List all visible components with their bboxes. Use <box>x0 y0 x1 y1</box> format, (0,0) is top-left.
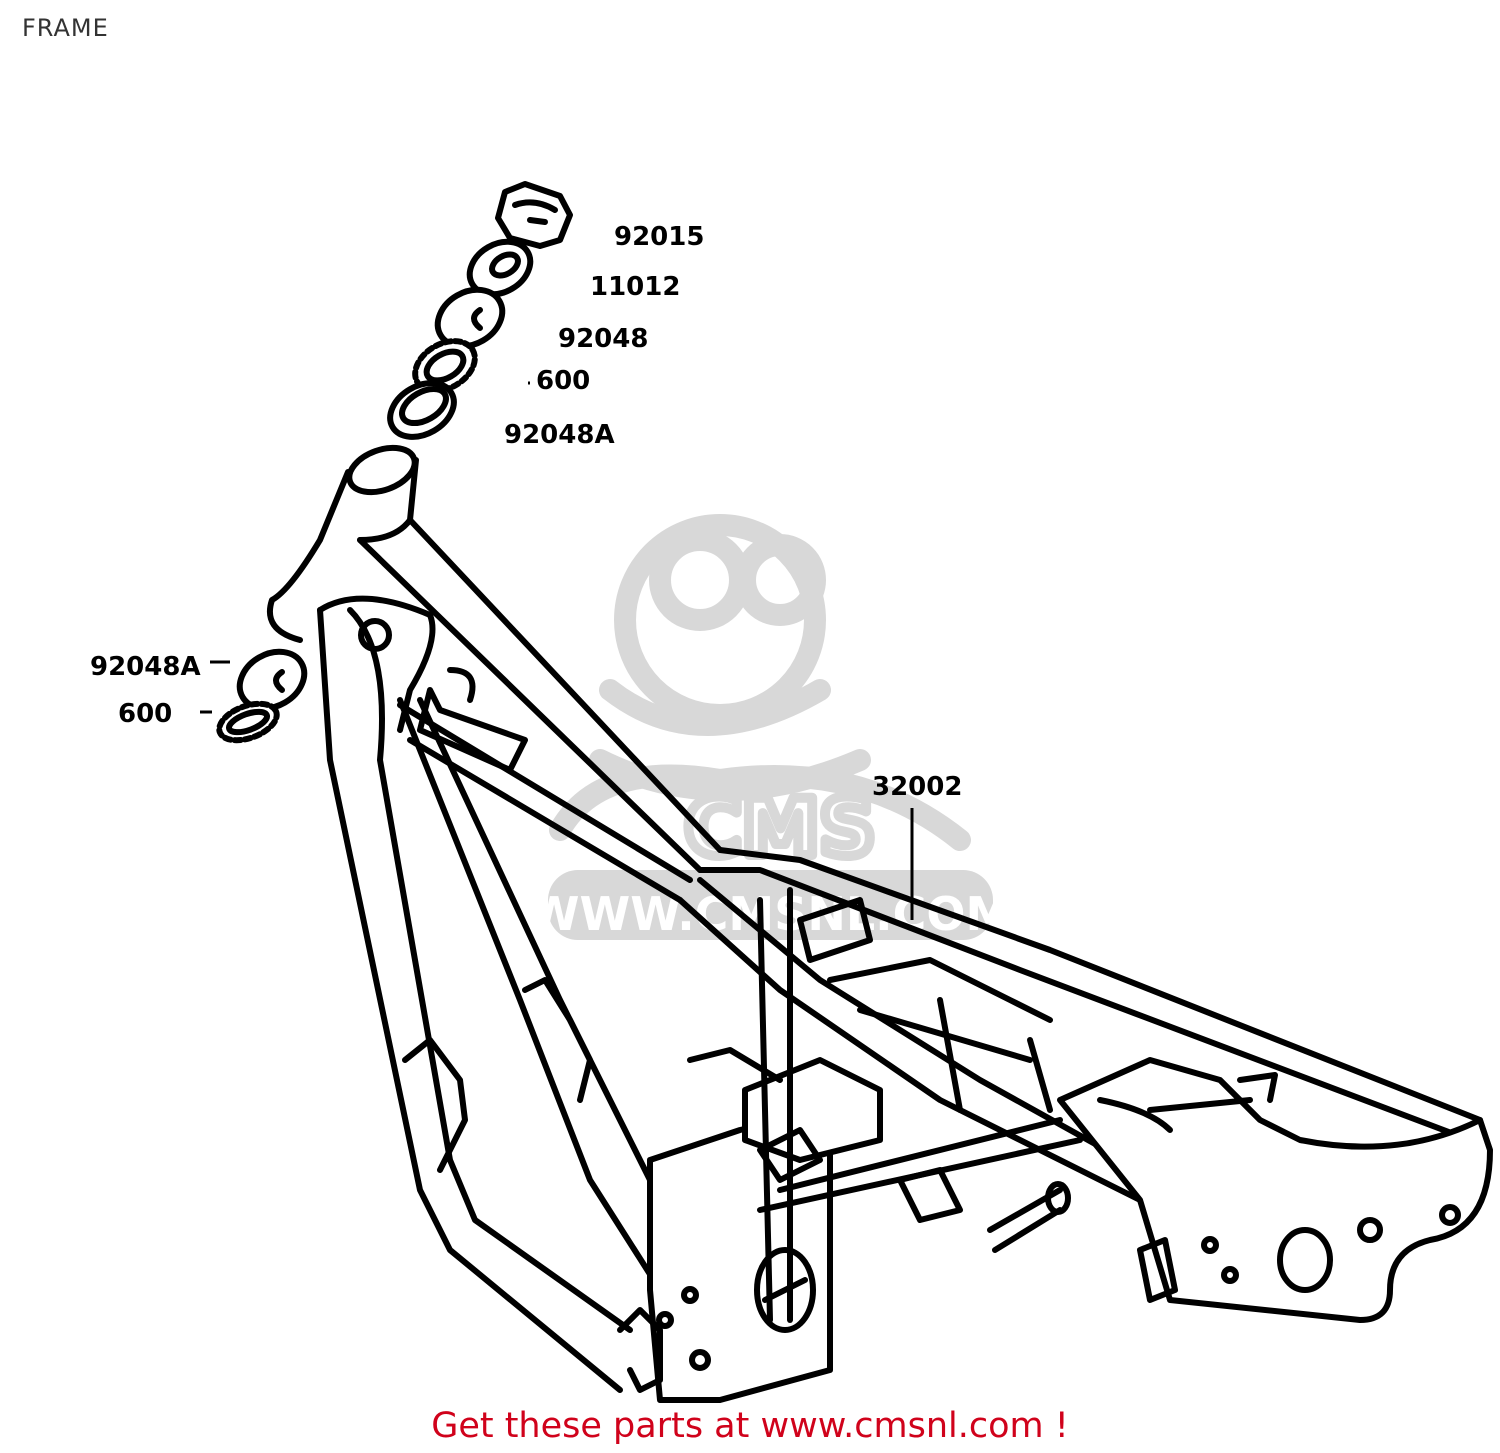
part-11012-cap <box>466 238 534 298</box>
label-92048A-left: 92048A <box>90 652 201 682</box>
label-600-left: 600 <box>118 699 172 729</box>
leader-lines <box>200 381 914 920</box>
part-92048-race <box>434 286 506 350</box>
get-parts-link[interactable]: Get these parts at www.cmsnl.com ! <box>431 1406 1069 1446</box>
frame-32002-drawing <box>267 444 1493 1403</box>
part-92048A-race-left <box>236 648 308 712</box>
label-32002: 32002 <box>872 772 962 802</box>
part-92015-nut <box>495 181 573 249</box>
part-600-bearing-top <box>412 338 478 394</box>
label-92015: 92015 <box>614 222 704 252</box>
cms-watermark-logo: WWW.CMSNL.COM CMS <box>529 514 1012 941</box>
watermark-logo-text: CMS <box>684 784 875 874</box>
page-title: FRAME <box>22 14 109 42</box>
part-600-bearing-left <box>216 700 280 744</box>
label-92048A-top: 92048A <box>504 420 615 450</box>
label-92048: 92048 <box>558 324 648 354</box>
label-600-top: 600 <box>536 366 590 396</box>
part-92048A-race-top <box>387 380 457 440</box>
watermark-url: WWW.CMSNL.COM <box>529 887 1012 941</box>
label-11012: 11012 <box>590 272 680 302</box>
